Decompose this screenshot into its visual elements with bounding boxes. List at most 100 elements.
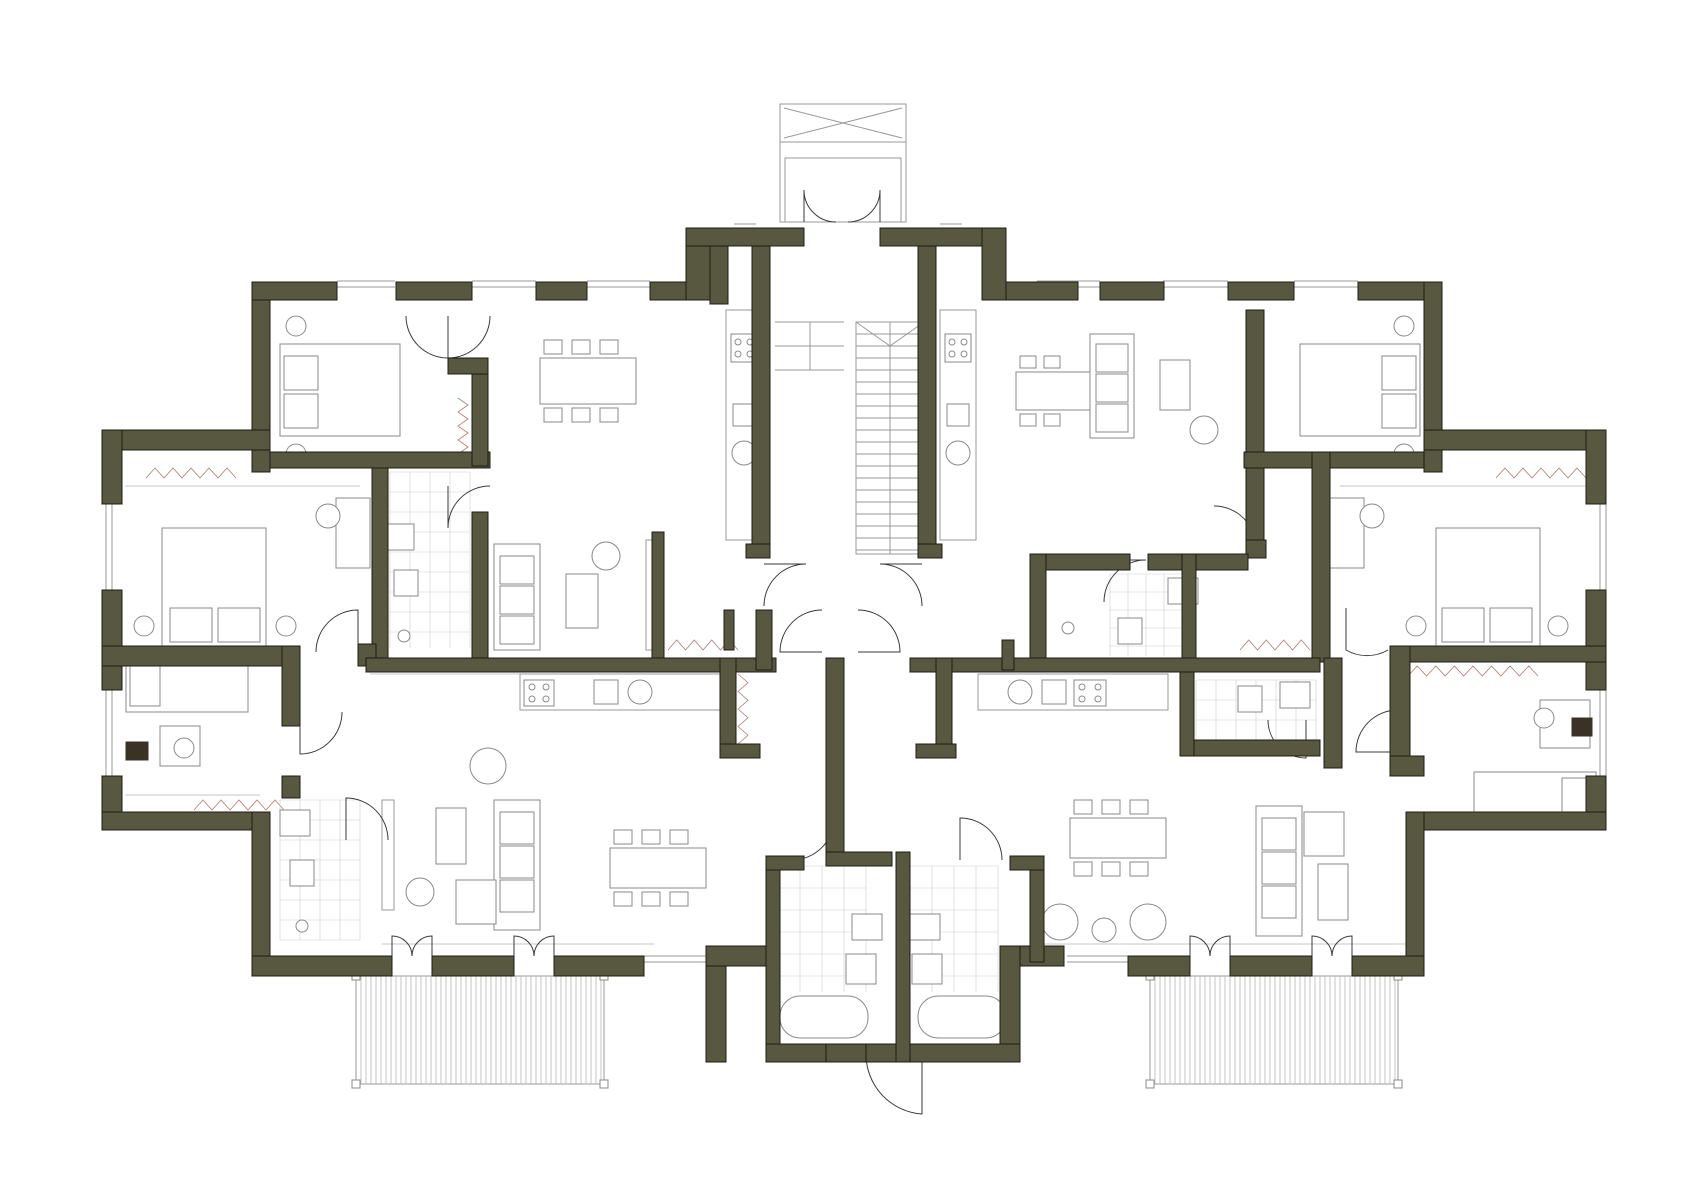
wall-segment <box>1029 855 1045 963</box>
wall-segment <box>709 245 729 305</box>
wall-segment <box>447 357 489 375</box>
wall-segment <box>915 743 957 759</box>
wall-segment <box>251 811 271 977</box>
wall-segment <box>535 281 588 301</box>
bedroom-right-top-bed <box>1299 315 1421 465</box>
wall-segment <box>1127 955 1191 977</box>
wardrobe <box>145 467 237 479</box>
wall-segment <box>1181 553 1197 661</box>
wall-segment <box>365 657 777 673</box>
wall-segment <box>1389 755 1425 777</box>
wall-segment <box>765 1043 827 1063</box>
wall-segment <box>1423 429 1605 451</box>
dining-table-right-lower <box>1069 799 1167 877</box>
sofa-left-upper-living <box>493 539 659 651</box>
wall-segment <box>1351 955 1425 977</box>
wall-segment <box>723 609 735 651</box>
wall-segment <box>101 589 123 691</box>
bedroom-right-mid-bed <box>1329 497 1569 647</box>
kitchen-right-upper <box>939 309 977 541</box>
bedroom-left-mid-bed <box>133 497 371 647</box>
wall-segment <box>825 657 845 863</box>
wardrobe <box>737 673 749 745</box>
wall-segment <box>1099 281 1165 301</box>
wall-segment <box>269 451 491 469</box>
wall-segment <box>1311 451 1331 663</box>
dining-table-left-upper <box>539 339 637 423</box>
wall-segment <box>281 645 301 727</box>
wall-segment <box>395 281 473 301</box>
wall-segment <box>765 855 781 1063</box>
wall-segment <box>917 245 937 557</box>
wall-segment <box>1405 811 1425 977</box>
wall-segment <box>431 955 515 977</box>
wardrobe <box>457 397 469 455</box>
wall-segment <box>1009 855 1045 871</box>
wall-segment <box>917 543 943 559</box>
wall-segment <box>1245 539 1267 559</box>
wall-segment <box>825 1043 867 1063</box>
windows <box>105 223 1607 963</box>
wall-segment <box>1405 645 1607 663</box>
wall-segment <box>1005 281 1079 301</box>
dining-table-right-upper <box>1015 355 1097 427</box>
wall-segment <box>1243 451 1425 469</box>
wall-segment <box>281 775 301 799</box>
wall-segment <box>719 657 737 759</box>
bedroom-left-top-bed <box>279 315 401 465</box>
wall-segment <box>1585 589 1607 691</box>
wall-segment <box>1585 429 1607 505</box>
wall-segment <box>101 429 271 451</box>
living-left-lower <box>381 747 541 931</box>
wall-segment <box>1323 657 1343 769</box>
wall-segment <box>909 657 1321 673</box>
wall-segment <box>553 955 645 977</box>
wardrobe <box>193 799 285 811</box>
entrance-porch <box>779 103 907 223</box>
wall-segment <box>101 429 123 505</box>
wall-segment <box>251 281 338 301</box>
wall-segment <box>1405 811 1607 831</box>
wall-segment <box>1179 739 1321 757</box>
wall-segment <box>765 855 805 871</box>
wall-segment <box>1245 309 1265 541</box>
wall-segment <box>1229 955 1313 977</box>
wardrobe <box>1495 467 1587 479</box>
wall-segment <box>755 609 773 671</box>
wall-segment <box>101 645 283 667</box>
walls <box>101 227 1607 1063</box>
wall-segment <box>101 811 263 831</box>
bedroom-left-low-bed <box>125 659 249 767</box>
wardrobe <box>1239 639 1311 651</box>
wall-segment <box>1029 553 1047 661</box>
kitchen-left-lower <box>519 673 721 711</box>
wall-segment <box>719 743 761 759</box>
wall-segment <box>471 511 489 661</box>
wall-segment <box>1227 281 1295 301</box>
wardrobes <box>145 397 1587 811</box>
wall-segment <box>1147 553 1249 571</box>
wall-segment <box>1179 671 1195 757</box>
doors <box>299 189 1399 1115</box>
bedroom-right-low-bed <box>1473 699 1597 825</box>
living-right-lower <box>1041 805 1419 943</box>
wall-segment <box>1423 281 1443 473</box>
balcony-left <box>351 971 609 1089</box>
dining-table-left-lower <box>609 829 707 907</box>
wall-segment <box>371 467 389 661</box>
wall-segment <box>685 227 805 247</box>
stair <box>775 321 925 555</box>
wardrobe <box>1407 665 1539 677</box>
wall-segment <box>909 1043 1021 1063</box>
wall-segment <box>751 245 771 557</box>
wall-segment <box>981 227 1007 301</box>
wall-segment <box>1001 639 1015 671</box>
wall-segment <box>825 851 893 867</box>
kitchen-right-lower <box>977 673 1169 711</box>
wall-segment <box>935 657 953 759</box>
wall-segment <box>651 531 665 659</box>
sofa-right-upper <box>1089 333 1219 445</box>
wall-segment <box>745 543 771 559</box>
balcony-right <box>1145 971 1403 1089</box>
